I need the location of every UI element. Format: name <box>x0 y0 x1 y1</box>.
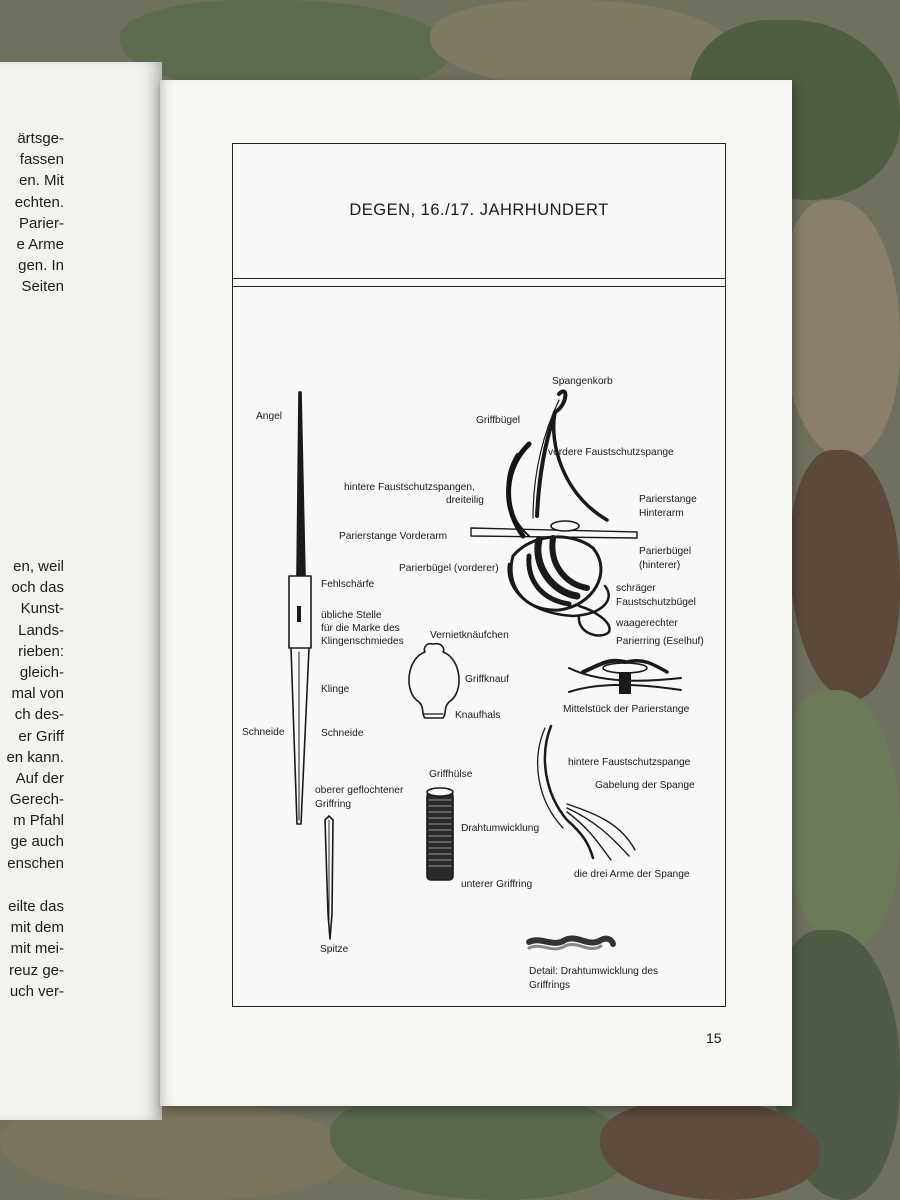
text-line: echten. <box>14 193 64 211</box>
text-line: och das <box>11 579 64 597</box>
label-griffbuegel: Griffbügel <box>476 415 520 426</box>
label-griffring-line1: oberer geflochtener <box>315 785 404 796</box>
text-line: Parier- <box>18 214 64 232</box>
text-line: ch des- <box>14 706 64 724</box>
label-marke-line1: übliche Stelle <box>321 610 382 621</box>
label-schraeger-line1: schräger <box>616 583 656 594</box>
text-line: gleich- <box>19 663 64 681</box>
sword-blade-drawing <box>288 391 334 940</box>
label-griffknauf: Griffknauf <box>465 674 509 685</box>
label-griffring-line2: Griffring <box>315 799 352 810</box>
label-parierbuegel-vorderer: Parierbügel (vorderer) <box>399 563 499 574</box>
sword-illustration <box>288 389 682 951</box>
text-line: e Arme <box>16 235 64 253</box>
label-unterer-griffring: unterer Griffring <box>461 879 533 890</box>
text-line: m Pfahl <box>13 812 64 830</box>
label-vordere-faustschutzspange: vordere Faustschutzspange <box>548 447 674 458</box>
label-spangenkorb: Spangenkorb <box>552 376 613 387</box>
basket-hilt-drawing <box>470 389 638 637</box>
quillon-center-drawing <box>568 658 682 694</box>
label-drei-arme: die drei Arme der Spange <box>574 869 690 880</box>
text-line: en. Mit <box>18 172 64 190</box>
right-page: DEGEN, 16./17. JAHRHUNDERT <box>160 80 792 1106</box>
left-text-bottom: eilte das mit dem mit mei- reuz ge- uch … <box>8 896 64 1002</box>
left-page: ärtsge- fassen en. Mit echten. Parier- e… <box>0 62 162 1120</box>
text-line: fassen <box>19 151 64 169</box>
left-text-top: ärtsge- fassen en. Mit echten. Parier- e… <box>15 128 64 298</box>
wire-detail-drawing <box>526 935 616 951</box>
label-hintere-faustschutzspange: hintere Faustschutzspange <box>568 757 691 768</box>
text-line: mit mei- <box>10 940 64 958</box>
text-line: Auf der <box>15 769 64 787</box>
text-line: enschen <box>7 854 64 872</box>
text-line: ge auch <box>10 833 64 851</box>
text-line: reuz ge- <box>8 961 64 979</box>
text-line: Kunst- <box>20 600 64 618</box>
label-gabelung: Gabelung der Spange <box>595 780 695 791</box>
knuckle-guard-drawing <box>537 724 636 861</box>
figure-frame: DEGEN, 16./17. JAHRHUNDERT <box>232 143 726 1007</box>
label-angel: Angel <box>256 411 283 422</box>
label-knaufhals: Knaufhals <box>455 710 501 721</box>
label-schneide-right: Schneide <box>321 728 364 739</box>
label-waagerechter: waagerechter <box>616 618 678 629</box>
page-number: 15 <box>706 1030 722 1046</box>
text-line: en kann. <box>6 748 64 766</box>
label-fehlschaerfe: Fehlschärfe <box>321 579 375 590</box>
pommel-drawing <box>408 642 460 719</box>
text-line: rieben: <box>18 642 64 660</box>
label-hintere-faustschutzspangen-line2: dreiteilig <box>446 495 484 506</box>
label-spitze: Spitze <box>320 944 349 955</box>
label-vernietknaeufchen: Vernietknäufchen <box>430 630 509 641</box>
text-line: uch ver- <box>9 982 64 1000</box>
figure-title: DEGEN, 16./17. JAHRHUNDERT <box>349 201 609 219</box>
text-line: gen. In <box>18 257 64 275</box>
label-mittelstueck: Mittelstück der Parierstange <box>563 704 690 715</box>
header-divider <box>233 286 725 287</box>
text-line: eilte das <box>8 898 64 915</box>
grip-drawing <box>426 787 454 881</box>
figure-header: DEGEN, 16./17. JAHRHUNDERT <box>233 144 725 279</box>
label-schraeger-line2: Faustschutzbügel <box>616 597 696 608</box>
text-line: Gerech- <box>9 791 64 809</box>
label-marke-line3: Klingenschmiedes <box>321 636 404 647</box>
label-parierstange-hinterarm-line2: Hinterarm <box>639 508 684 519</box>
label-parierbuegel-hinterer-line2: (hinterer) <box>639 560 681 571</box>
text-line: en, weil <box>13 558 64 575</box>
label-hintere-faustschutzspangen-line1: hintere Faustschutzspangen, <box>344 482 475 493</box>
label-detail-line2: Griffrings <box>529 980 571 991</box>
label-parierstange-vorderarm: Parierstange Vorderarm <box>339 531 448 542</box>
label-parierstange-hinterarm-line1: Parierstange <box>639 494 697 505</box>
label-detail-line1: Detail: Drahtumwicklung des <box>529 966 659 977</box>
text-line: mit dem <box>10 919 64 937</box>
label-marke-line2: für die Marke des <box>321 623 400 634</box>
label-drahtumwicklung: Drahtumwicklung <box>461 823 540 834</box>
text-line: ärtsge- <box>17 130 64 147</box>
label-parierring: Parierring (Eselhuf) <box>616 636 704 647</box>
left-text-middle: en, weil och das Kunst- Lands- rieben: g… <box>6 556 64 874</box>
text-line: Seiten <box>21 278 64 296</box>
text-line: Lands- <box>18 621 64 639</box>
text-line: er Griff <box>18 727 64 745</box>
text-line: mal von <box>11 685 64 703</box>
label-griffhuelse: Griffhülse <box>429 769 473 780</box>
label-klinge: Klinge <box>321 684 350 695</box>
label-schneide-left: Schneide <box>242 727 285 738</box>
label-parierbuegel-hinterer-line1: Parierbügel <box>639 546 692 557</box>
